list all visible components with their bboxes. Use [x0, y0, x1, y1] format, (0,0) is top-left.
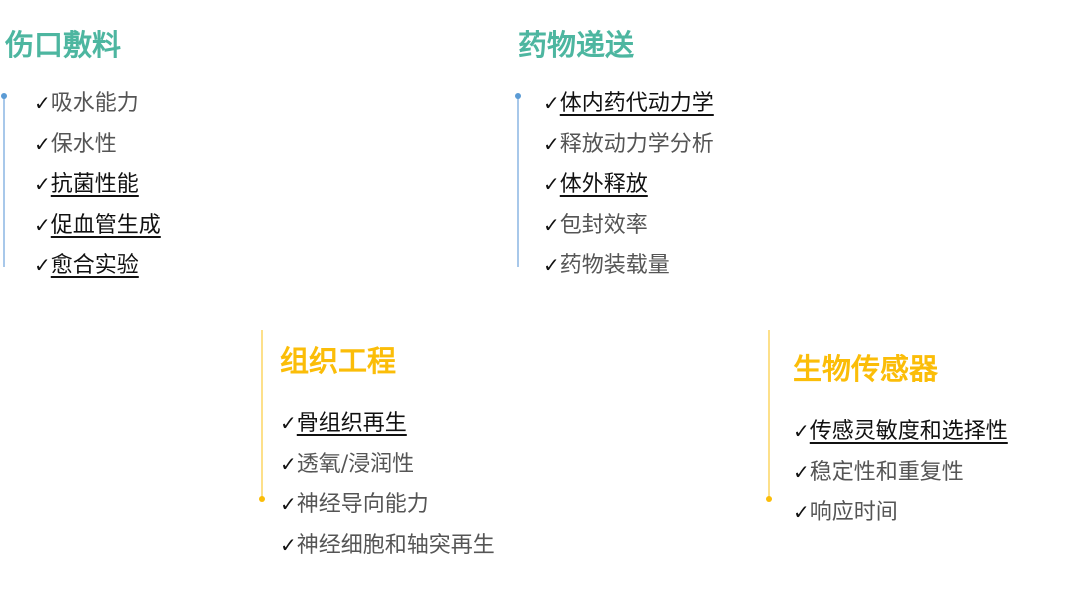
wound-dressing-list: ✓吸水能力✓保水性✓抗菌性能✓促血管生成✓愈合实验	[34, 83, 161, 286]
check-icon: ✓	[280, 451, 297, 476]
list-item: ✓传感灵敏度和选择性	[793, 411, 1008, 452]
section-title-biosensor: 生物传感器	[793, 352, 939, 386]
check-icon: ✓	[280, 411, 297, 435]
item-text: 释放动力学分析	[559, 131, 714, 157]
check-icon: ✓	[543, 91, 560, 115]
list-item: ✓响应时间	[793, 492, 1008, 533]
timeline-dot	[259, 496, 265, 502]
check-icon: ✓	[280, 492, 297, 516]
check-icon: ✓	[34, 253, 51, 277]
item-text: 促血管生成	[50, 212, 161, 238]
check-icon: ✓	[280, 532, 297, 557]
check-icon: ✓	[793, 500, 810, 524]
section-title-drug-delivery: 药物递送	[518, 28, 635, 62]
check-icon: ✓	[793, 459, 810, 484]
item-text: 吸水能力	[50, 91, 139, 116]
list-item: ✓透氧/浸润性	[280, 444, 495, 485]
tissue-engineering-timeline	[259, 330, 265, 502]
list-item: ✓包封效率	[543, 205, 714, 246]
item-text: 体外释放	[559, 172, 648, 197]
list-item: ✓愈合实验	[34, 245, 161, 286]
item-text: 保水性	[50, 131, 117, 157]
list-item: ✓抗菌性能	[34, 164, 161, 205]
tissue-engineering-list: ✓骨组织再生✓透氧/浸润性✓神经导向能力✓神经细胞和轴突再生	[280, 403, 495, 565]
item-text: 包封效率	[559, 212, 648, 238]
check-icon: ✓	[34, 212, 51, 237]
check-icon: ✓	[793, 419, 810, 443]
item-text: 抗菌性能	[50, 172, 139, 197]
check-icon: ✓	[543, 212, 560, 237]
timeline-dot	[766, 496, 772, 502]
biosensor-timeline	[766, 330, 772, 502]
item-text: 响应时间	[809, 500, 898, 525]
drug-delivery-list: ✓体内药代动力学✓释放动力学分析✓体外释放✓包封效率✓药物装载量	[543, 83, 714, 286]
drug-delivery-timeline	[515, 93, 521, 267]
section-title-wound-dressing: 伤口敷料	[5, 28, 122, 62]
list-item: ✓骨组织再生	[280, 403, 495, 444]
item-text: 稳定性和重复性	[809, 459, 964, 485]
list-item: ✓稳定性和重复性	[793, 452, 1008, 493]
wound-dressing-timeline	[1, 93, 7, 267]
item-text: 愈合实验	[50, 253, 139, 278]
list-item: ✓神经细胞和轴突再生	[280, 525, 495, 566]
item-text: 骨组织再生	[296, 411, 407, 436]
check-icon: ✓	[543, 253, 560, 277]
timeline-dot	[1, 93, 7, 99]
list-item: ✓保水性	[34, 124, 161, 165]
section-title-tissue-engineering: 组织工程	[280, 344, 397, 378]
list-item: ✓体外释放	[543, 164, 714, 205]
list-item: ✓释放动力学分析	[543, 124, 714, 165]
list-item: ✓药物装载量	[543, 245, 714, 286]
item-text: 神经细胞和轴突再生	[296, 532, 495, 558]
check-icon: ✓	[34, 172, 51, 196]
biosensor-list: ✓传感灵敏度和选择性✓稳定性和重复性✓响应时间	[793, 411, 1008, 533]
check-icon: ✓	[34, 131, 51, 156]
check-icon: ✓	[543, 131, 560, 156]
item-text: 传感灵敏度和选择性	[809, 419, 1008, 444]
item-text: 药物装载量	[559, 253, 670, 278]
list-item: ✓吸水能力	[34, 83, 161, 124]
list-item: ✓神经导向能力	[280, 484, 495, 525]
timeline-dot	[515, 93, 521, 99]
item-text: 透氧/浸润性	[296, 451, 415, 477]
check-icon: ✓	[543, 172, 560, 196]
list-item: ✓体内药代动力学	[543, 83, 714, 124]
item-text: 体内药代动力学	[559, 91, 714, 116]
list-item: ✓促血管生成	[34, 205, 161, 246]
item-text: 神经导向能力	[296, 492, 429, 517]
check-icon: ✓	[34, 91, 51, 115]
